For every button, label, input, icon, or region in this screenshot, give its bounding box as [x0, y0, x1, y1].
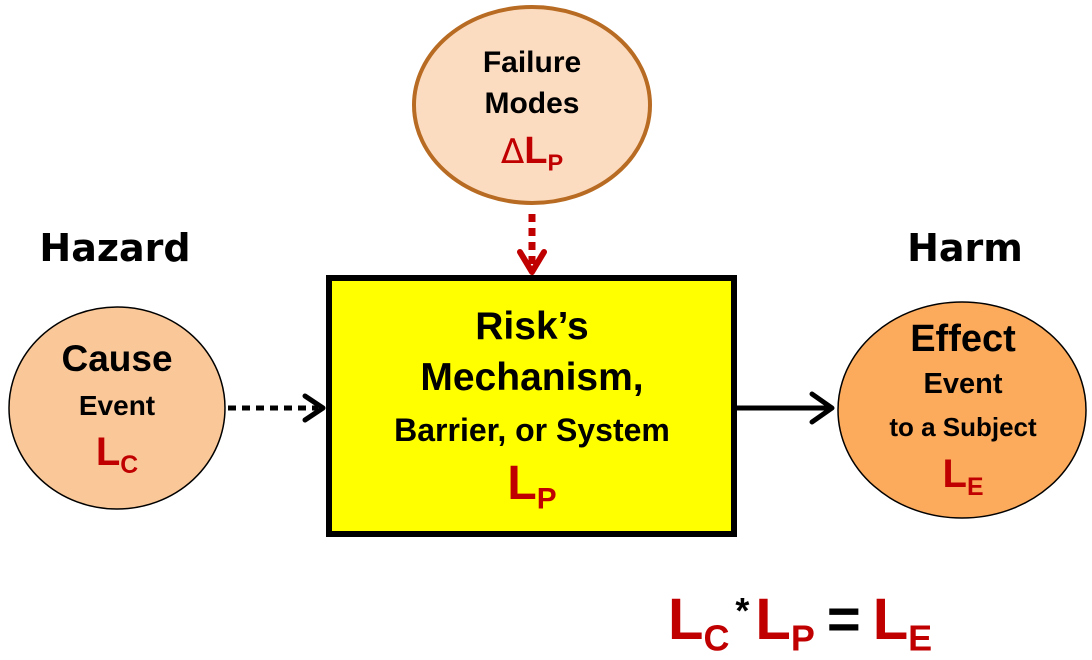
mechanism-line-2: Mechanism,	[420, 356, 644, 399]
failure-modes-node	[412, 5, 652, 205]
mechanism-to-effect-arrow	[737, 391, 835, 425]
mechanism-line-1: Risk’s	[475, 305, 589, 348]
cause-to-mechanism-arrow	[228, 393, 326, 423]
mechanism-line-3: Barrier, or System	[394, 412, 670, 448]
effect-symbol: LE	[863, 452, 1063, 502]
cause-node	[8, 306, 226, 510]
cause-title: Cause	[61, 338, 173, 379]
failure-modes-symbol: ΔLP	[432, 130, 632, 177]
symbol-sub: P	[536, 482, 557, 516]
symbol-main: L	[95, 430, 121, 474]
effect-line-2: Event	[923, 368, 1003, 400]
symbol-sub: E	[966, 473, 984, 501]
mechanism-box	[326, 275, 737, 537]
multiply-operator: *	[735, 589, 750, 631]
failure-modes-label-1: Failure	[482, 46, 582, 79]
risk-equation: LC*LP=LE	[668, 586, 988, 660]
symbol-main: L	[507, 457, 537, 510]
symbol-main: L	[942, 452, 967, 496]
equation-term-1: LC	[668, 587, 730, 659]
symbol-sub: P	[547, 149, 564, 176]
failure-modes-label-2: Modes	[484, 87, 580, 120]
cause-subtitle: Event	[78, 390, 156, 421]
cause-symbol: LC	[17, 430, 217, 480]
symbol-sub: C	[120, 451, 139, 479]
delta-symbol: Δ	[500, 132, 525, 172]
symbol-main: L	[524, 130, 548, 172]
equals-operator: =	[826, 587, 861, 652]
mechanism-symbol: LP	[332, 456, 732, 517]
effect-title: Effect	[910, 318, 1016, 360]
failure-to-mechanism-arrow	[517, 214, 547, 275]
equation-term-2: LP	[755, 587, 815, 659]
harm-heading: Harm	[907, 226, 1023, 270]
effect-line-3: to a Subject	[889, 412, 1037, 442]
equation-result: LE	[872, 587, 933, 659]
effect-node	[837, 301, 1087, 519]
hazard-heading: Hazard	[39, 226, 191, 270]
